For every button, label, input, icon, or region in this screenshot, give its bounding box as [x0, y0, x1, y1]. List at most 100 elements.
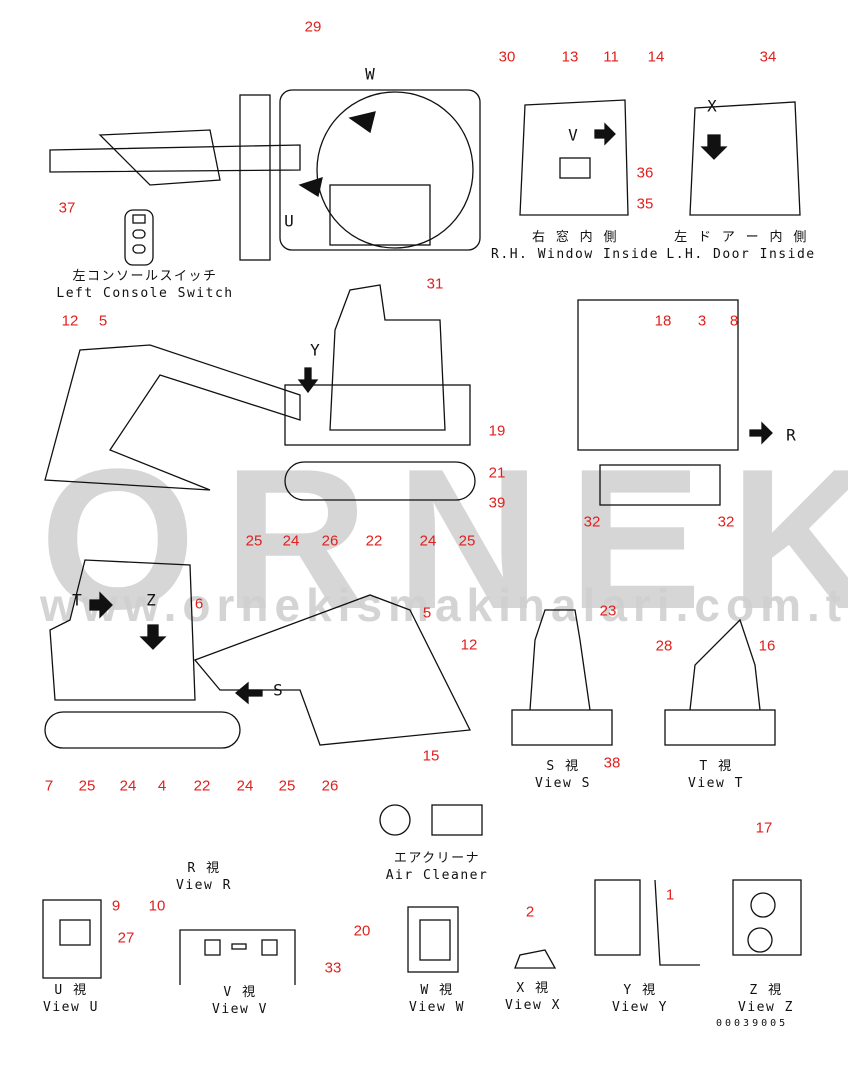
view-letter-u: U — [284, 211, 294, 231]
callout-15: 15 — [422, 747, 440, 765]
caption-jp: 左 ド ア ー 内 側 — [674, 230, 808, 245]
seat-view-t — [664, 618, 776, 746]
side-view-left — [44, 284, 476, 501]
seat-view-s — [511, 609, 613, 746]
lh-door-drawing — [689, 101, 801, 216]
air-cleaner-drawing — [379, 804, 483, 836]
rear-view — [577, 299, 773, 506]
callout-5: 5 — [98, 312, 108, 330]
caption-en: View R — [176, 878, 232, 893]
callout-7: 7 — [44, 777, 54, 795]
callout-33: 33 — [324, 959, 342, 977]
callout-14: 14 — [647, 48, 665, 66]
caption-view-z: Z 視 View Z — [738, 982, 794, 1016]
caption-rh-window: 右 窓 内 側 R.H. Window Inside — [491, 229, 659, 263]
view-letter-x: X — [707, 96, 717, 116]
caption-jp: X 視 — [516, 981, 550, 996]
view-letter-y: Y — [310, 340, 320, 360]
view-w-drawing — [407, 906, 459, 973]
side-view-right — [44, 559, 472, 749]
drawing-code: 00039005 — [716, 1018, 789, 1029]
callout-24: 24 — [119, 777, 137, 795]
caption-jp: エアクリーナ — [393, 851, 481, 866]
caption-en: Air Cleaner — [385, 868, 489, 883]
console-switch-drawing — [124, 209, 154, 266]
view-y-drawing — [594, 879, 700, 966]
callout-19: 19 — [488, 422, 506, 440]
callout-30: 30 — [498, 48, 516, 66]
caption-jp: T 視 — [699, 759, 733, 774]
callout-24: 24 — [282, 532, 300, 550]
callout-36: 36 — [636, 164, 654, 182]
caption-en: Left Console Switch — [56, 286, 234, 301]
callout-25: 25 — [278, 777, 296, 795]
view-x-drawing — [514, 949, 557, 969]
caption-left-console: 左コンソールスイッチ Left Console Switch — [56, 268, 233, 302]
caption-jp: 左コンソールスイッチ — [72, 269, 218, 284]
callout-28: 28 — [655, 637, 673, 655]
caption-jp: Z 視 — [749, 983, 783, 998]
callout-16: 16 — [758, 637, 776, 655]
caption-view-s: S 視 View S — [535, 758, 591, 792]
callout-22: 22 — [365, 532, 383, 550]
callout-24: 24 — [419, 532, 437, 550]
caption-en: View Z — [738, 1000, 794, 1015]
callout-35: 35 — [636, 195, 654, 213]
view-letter-r: R — [786, 425, 796, 445]
callout-6: 6 — [194, 595, 204, 613]
callout-32: 32 — [717, 513, 735, 531]
caption-lh-door: 左 ド ア ー 内 側 L.H. Door Inside — [666, 229, 815, 263]
callout-10: 10 — [148, 897, 166, 915]
callout-27: 27 — [117, 929, 135, 947]
callout-18: 18 — [654, 312, 672, 330]
callout-4: 4 — [157, 777, 167, 795]
caption-air-cleaner: エアクリーナ Air Cleaner — [386, 850, 489, 884]
callout-34: 34 — [759, 48, 777, 66]
callout-1: 1 — [665, 886, 675, 904]
caption-en: R.H. Window Inside — [491, 247, 659, 262]
watermark-brand: ORNEK — [40, 428, 848, 651]
caption-jp: U 視 — [54, 983, 88, 998]
caption-jp: 右 窓 内 側 — [532, 230, 618, 245]
caption-jp: S 視 — [546, 759, 580, 774]
callout-20: 20 — [353, 922, 371, 940]
caption-en: View T — [688, 776, 744, 791]
caption-en: View S — [535, 776, 591, 791]
caption-view-t: T 視 View T — [688, 758, 744, 792]
callout-38: 38 — [603, 754, 621, 772]
view-letter-v: V — [568, 125, 578, 145]
callout-26: 26 — [321, 777, 339, 795]
callout-22: 22 — [193, 777, 211, 795]
callout-13: 13 — [561, 48, 579, 66]
top-view-excavator — [49, 89, 481, 261]
callout-26: 26 — [321, 532, 339, 550]
callout-2: 2 — [525, 903, 535, 921]
callout-31: 31 — [426, 275, 444, 293]
view-v-drawing — [179, 929, 296, 985]
view-letter-s: S — [273, 680, 283, 700]
callout-25: 25 — [78, 777, 96, 795]
callout-11: 11 — [603, 48, 619, 66]
callout-25: 25 — [245, 532, 263, 550]
callout-8: 8 — [729, 312, 739, 330]
view-letter-z: Z — [146, 590, 156, 610]
callout-24: 24 — [236, 777, 254, 795]
callout-17: 17 — [755, 819, 773, 837]
callout-23: 23 — [599, 602, 617, 620]
callout-5: 5 — [422, 604, 432, 622]
caption-en: View Y — [612, 1000, 668, 1015]
view-z-drawing — [732, 879, 802, 956]
caption-en: L.H. Door Inside — [666, 247, 816, 262]
watermark-url: www.ornekismakinalari.com.tr — [40, 579, 848, 631]
rh-window-drawing — [519, 99, 629, 216]
callout-3: 3 — [697, 312, 707, 330]
callout-39: 39 — [488, 494, 506, 512]
